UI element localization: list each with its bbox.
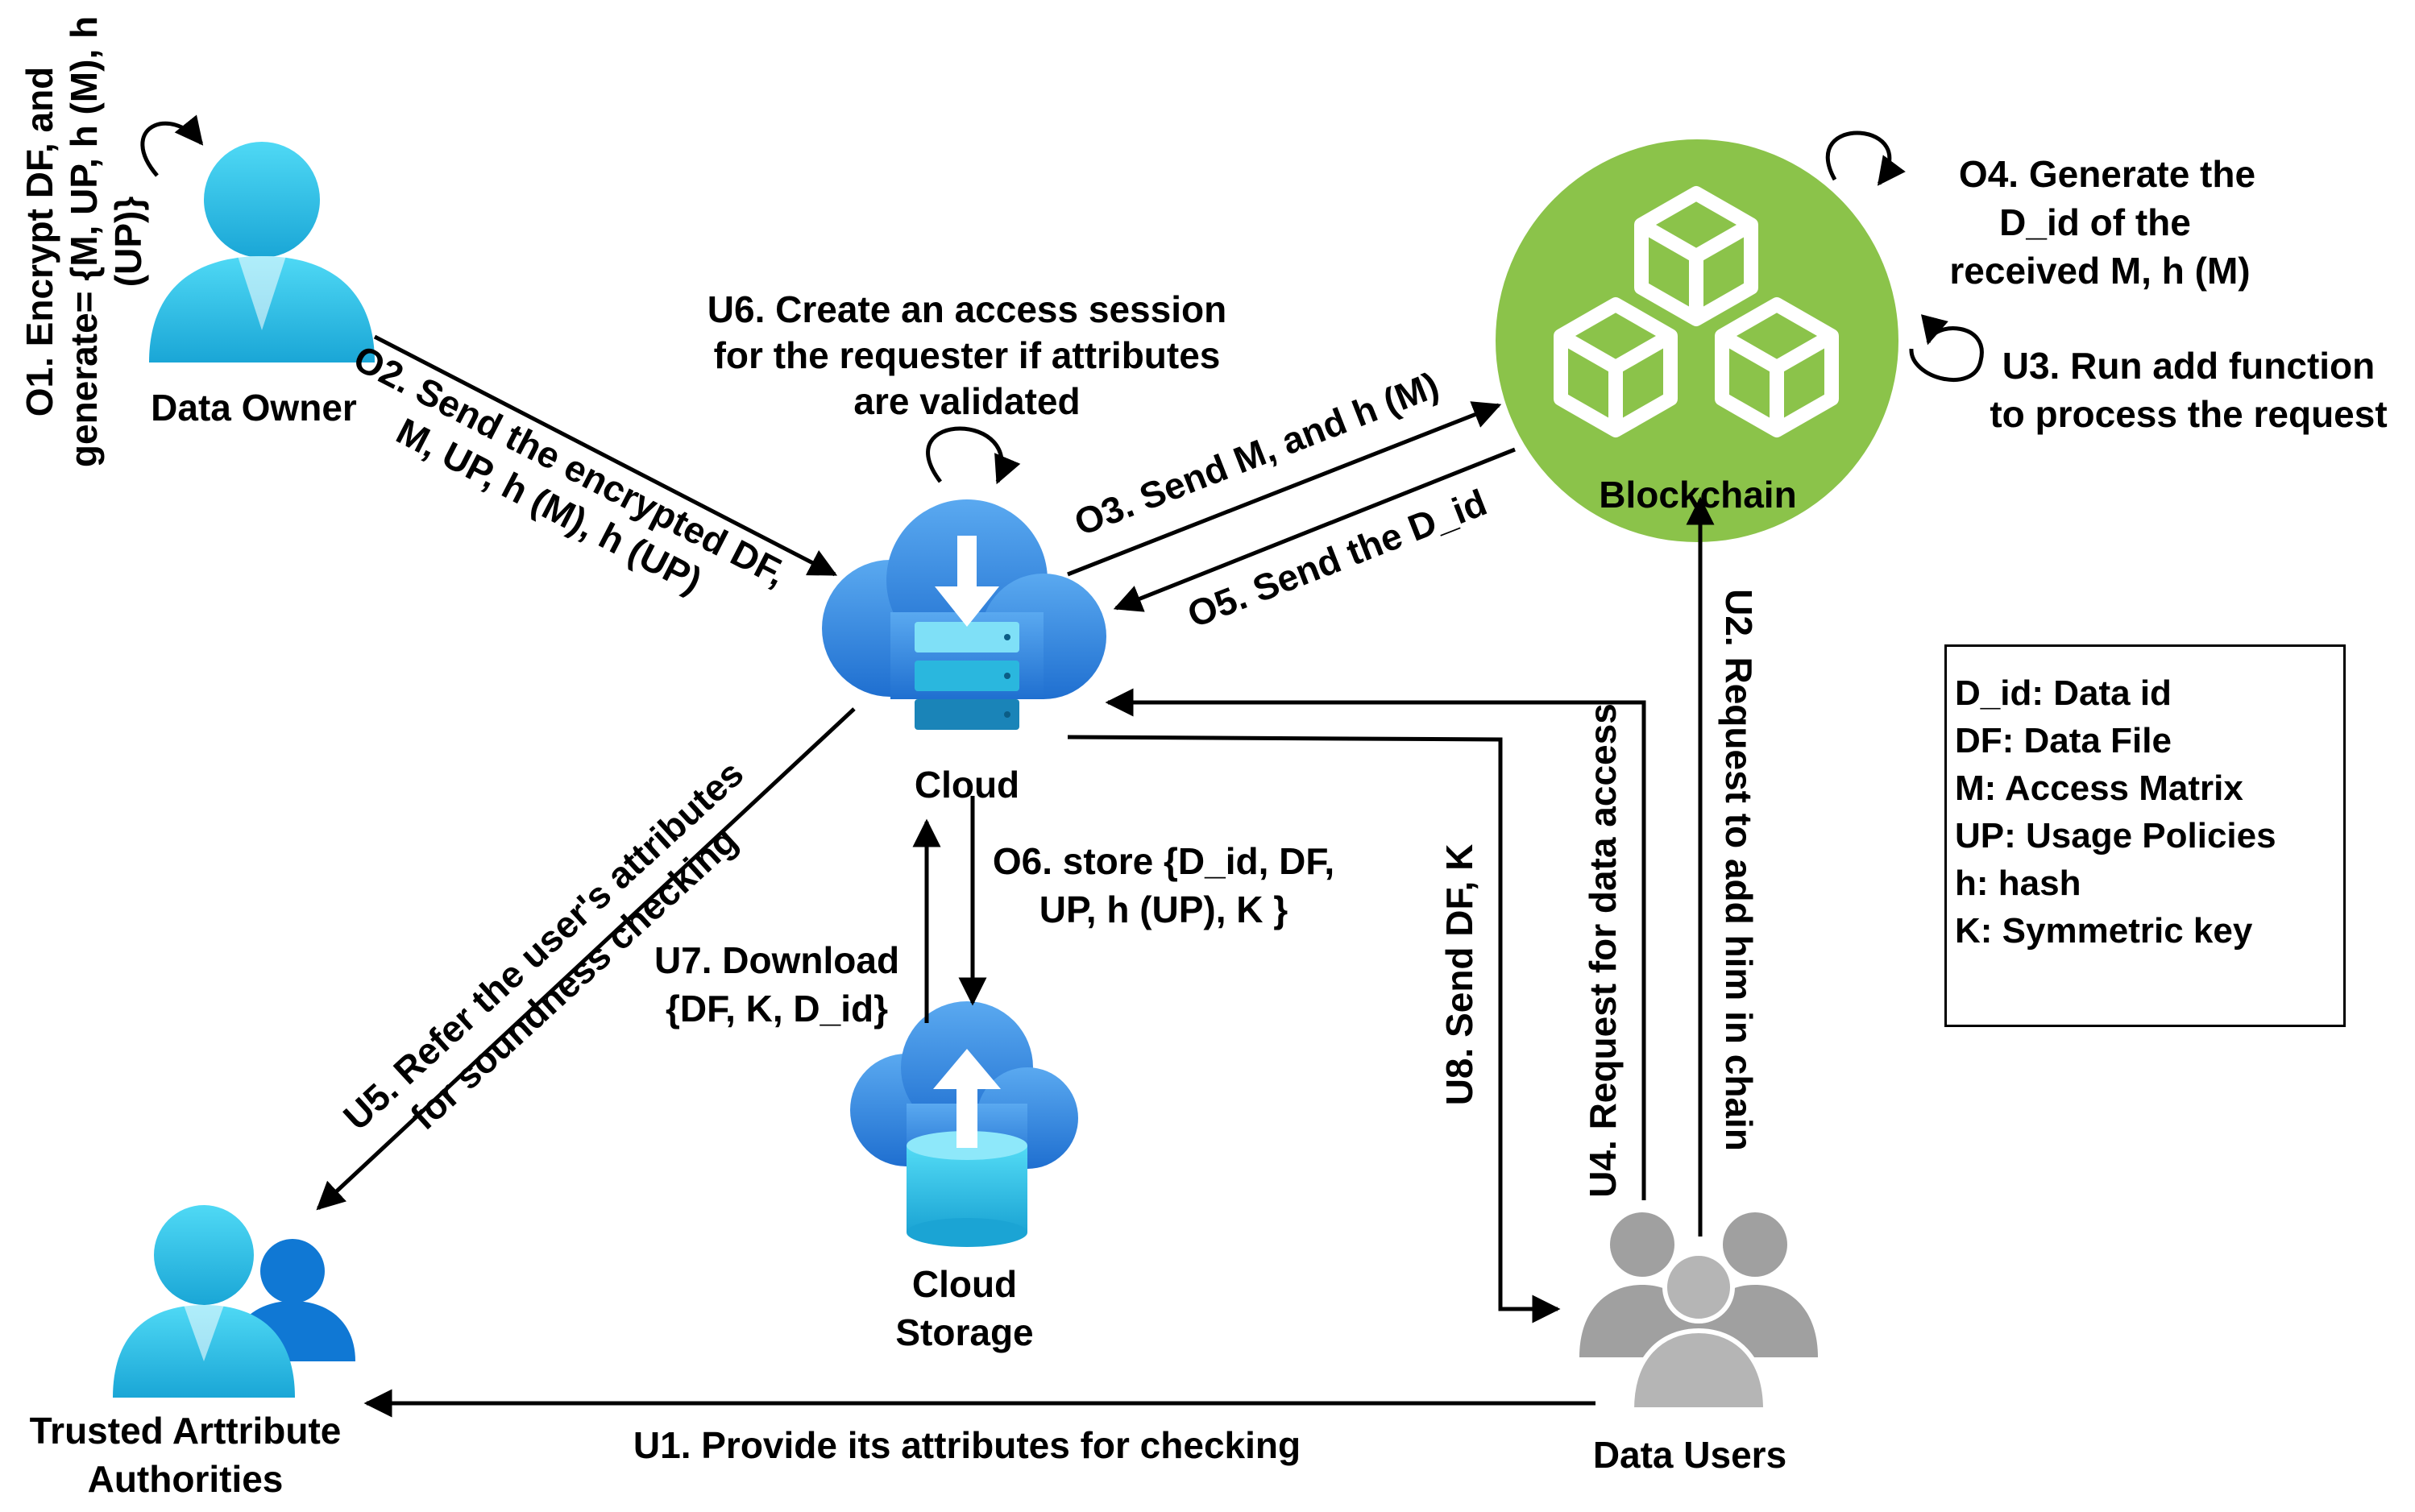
- step-o4-label: O4. Generate the D_id of the received M,…: [1949, 153, 2255, 292]
- step-u3-label: U3. Run add function to process the requ…: [1990, 345, 2387, 435]
- legend-item-up: UP: Usage Policies: [1955, 816, 2276, 855]
- step-u6-line2: for the requester if attributes: [714, 334, 1221, 376]
- step-o6-line2: UP, h (UP), K }: [1039, 889, 1288, 930]
- cloud-upload-storage-icon: [850, 1001, 1078, 1247]
- user-icon: [149, 142, 375, 362]
- step-o5-label: O5. Send the D_id: [1181, 481, 1492, 636]
- step-u6-line1: U6. Create an access session: [707, 288, 1226, 330]
- step-u6-line3: are validated: [853, 380, 1080, 422]
- blockchain-label: Blockchain: [1599, 474, 1796, 516]
- arrow-u8: [1067, 735, 1561, 1324]
- cloud-storage-label-line2: Storage: [895, 1311, 1033, 1353]
- step-u8-text: U8. Send DF, K: [1438, 844, 1480, 1106]
- step-u2-text: U2. Request to add him in chain: [1718, 589, 1760, 1151]
- step-o1-line3: (UP)}: [107, 197, 149, 288]
- arrow-o3: [1067, 401, 1502, 577]
- users-icon: [1579, 1212, 1818, 1412]
- step-u4-label: U4. Request for data access: [1582, 703, 1624, 1198]
- step-o4-line3: received M, h (M): [1949, 250, 2250, 292]
- blockchain-cubes-icon: [1496, 139, 1898, 542]
- step-o1-line1: O1. Encrypt DF, and: [19, 67, 60, 417]
- cloud-server-icon: [822, 499, 1106, 730]
- step-u1-label: U1. Provide its attributes for checking: [633, 1424, 1301, 1466]
- trusted-authorities-label-line2: Authorities: [88, 1458, 284, 1500]
- step-o4-line1: O4. Generate the: [1959, 153, 2255, 195]
- trusted-authorities-label-line1: Trusted Arttribute: [30, 1410, 342, 1452]
- step-o2-label: O2. Send the encrypted DF, M, UP, h (M),…: [347, 337, 793, 601]
- step-u6-label: U6. Create an access session for the req…: [707, 288, 1226, 422]
- arrow-u4: [1105, 688, 1646, 1200]
- cloud-label: Cloud: [915, 764, 1019, 806]
- legend-item-df: DF: Data File: [1955, 721, 2172, 760]
- step-o6-label: O6. store {D_id, DF, UP, h (UP), K }: [993, 840, 1334, 930]
- arrow-o2: [373, 334, 838, 577]
- arrow-o5: [1113, 447, 1516, 612]
- step-o5-text: O5. Send the D_id: [1181, 481, 1492, 636]
- step-u7-label: U7. Download {DF, K, D_id}: [654, 939, 899, 1029]
- step-u3-line2: to process the request: [1990, 393, 2387, 435]
- loop-u3: [1909, 314, 1984, 383]
- user-group-icon: [113, 1205, 355, 1398]
- legend-item-h: h: hash: [1955, 864, 2081, 903]
- arrow-u5: [316, 707, 856, 1211]
- step-u4-text: U4. Request for data access: [1582, 703, 1624, 1198]
- data-users-label: Data Users: [1593, 1434, 1786, 1476]
- legend-item-k: K: Symmetric key: [1955, 911, 2253, 951]
- legend-item-did: D_id: Data id: [1955, 673, 2172, 713]
- step-u2-label: U2. Request to add him in chain: [1718, 589, 1760, 1151]
- step-o6-line1: O6. store {D_id, DF,: [993, 840, 1334, 882]
- step-u8-label: U8. Send DF, K: [1438, 844, 1480, 1106]
- step-u7-line2: {DF, K, D_id}: [666, 988, 888, 1029]
- data-owner-label: Data Owner: [151, 387, 357, 429]
- loop-o4: [1826, 130, 1906, 186]
- step-o1-line2: generate= {M, UP, h (M), h: [63, 16, 105, 467]
- step-u3-line1: U3. Run add function: [2002, 345, 2376, 387]
- step-u7-line1: U7. Download: [654, 939, 899, 981]
- loop-o1: [140, 114, 204, 177]
- arrows: [140, 114, 1984, 1418]
- loop-u6: [926, 426, 1021, 485]
- step-o1-label: O1. Encrypt DF, and generate= {M, UP, h …: [19, 16, 149, 467]
- step-o4-line2: D_id of the: [1999, 201, 2191, 243]
- legend-box: D_id: Data id DF: Data File M: Access Ma…: [1944, 644, 2346, 1027]
- cloud-storage-label-line1: Cloud: [912, 1263, 1017, 1305]
- legend-item-m: M: Access Matrix: [1955, 768, 2243, 808]
